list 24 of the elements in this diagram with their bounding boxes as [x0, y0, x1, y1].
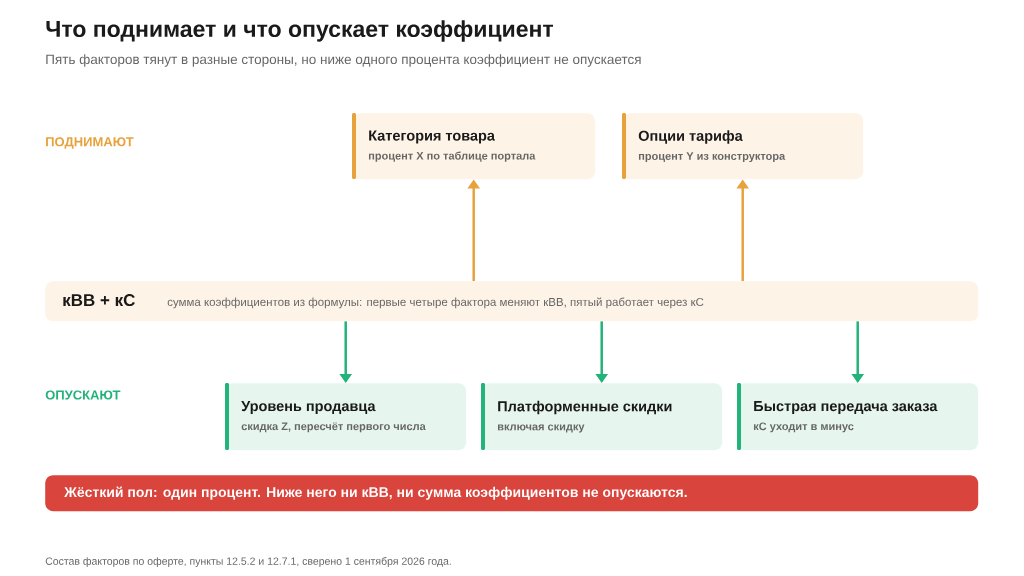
factor-box — [481, 383, 723, 451]
group-label: ПОДНИМАЮТ — [46, 137, 134, 149]
box-note: процент Y из конструктора — [639, 152, 786, 163]
box-heading: Быстрая передача заказа — [754, 401, 938, 415]
box-heading: Опции тарифа — [638, 130, 743, 144]
box-note: включая скидку — [498, 424, 585, 433]
box-note: скидка Z, пересчёт первого числа — [241, 422, 426, 433]
factor-box — [352, 113, 596, 180]
formula-band — [45, 281, 979, 322]
box-heading: Платформенные скидки — [498, 400, 672, 415]
factor-box — [225, 383, 467, 451]
title: Что поднимает и что опускает коэффициент — [46, 20, 554, 42]
factor-box — [737, 383, 979, 451]
group-label: ОПУСКАЮТ — [45, 390, 121, 400]
box-heading: Уровень продавца — [241, 401, 376, 415]
footnote: Состав факторов по оферте, пункты 12.5.2 и 12.7.1, сверено 1 сентября 2026 года. — [45, 557, 451, 567]
subtitle: Пять факторов тянут в разные стороны, но ниже одного процента коэффициент не опускается — [46, 54, 641, 67]
formula-heading: кВВ + кС — [63, 294, 135, 307]
factor-box — [622, 113, 864, 180]
band-note: сумма коэффициентов из формулы: первые четыре фактора меняют кВВ, пятый работает через кС — [167, 297, 704, 309]
box-note: процент X по таблице портала — [369, 151, 536, 162]
box-heading: Категория товара — [369, 130, 495, 144]
alert-banner: Жёсткий пол: один процент. Ниже него ни кВВ, ни сумма коэффициентов не опускаются. — [45, 475, 979, 512]
box-note: кС уходит в минус — [754, 422, 854, 433]
